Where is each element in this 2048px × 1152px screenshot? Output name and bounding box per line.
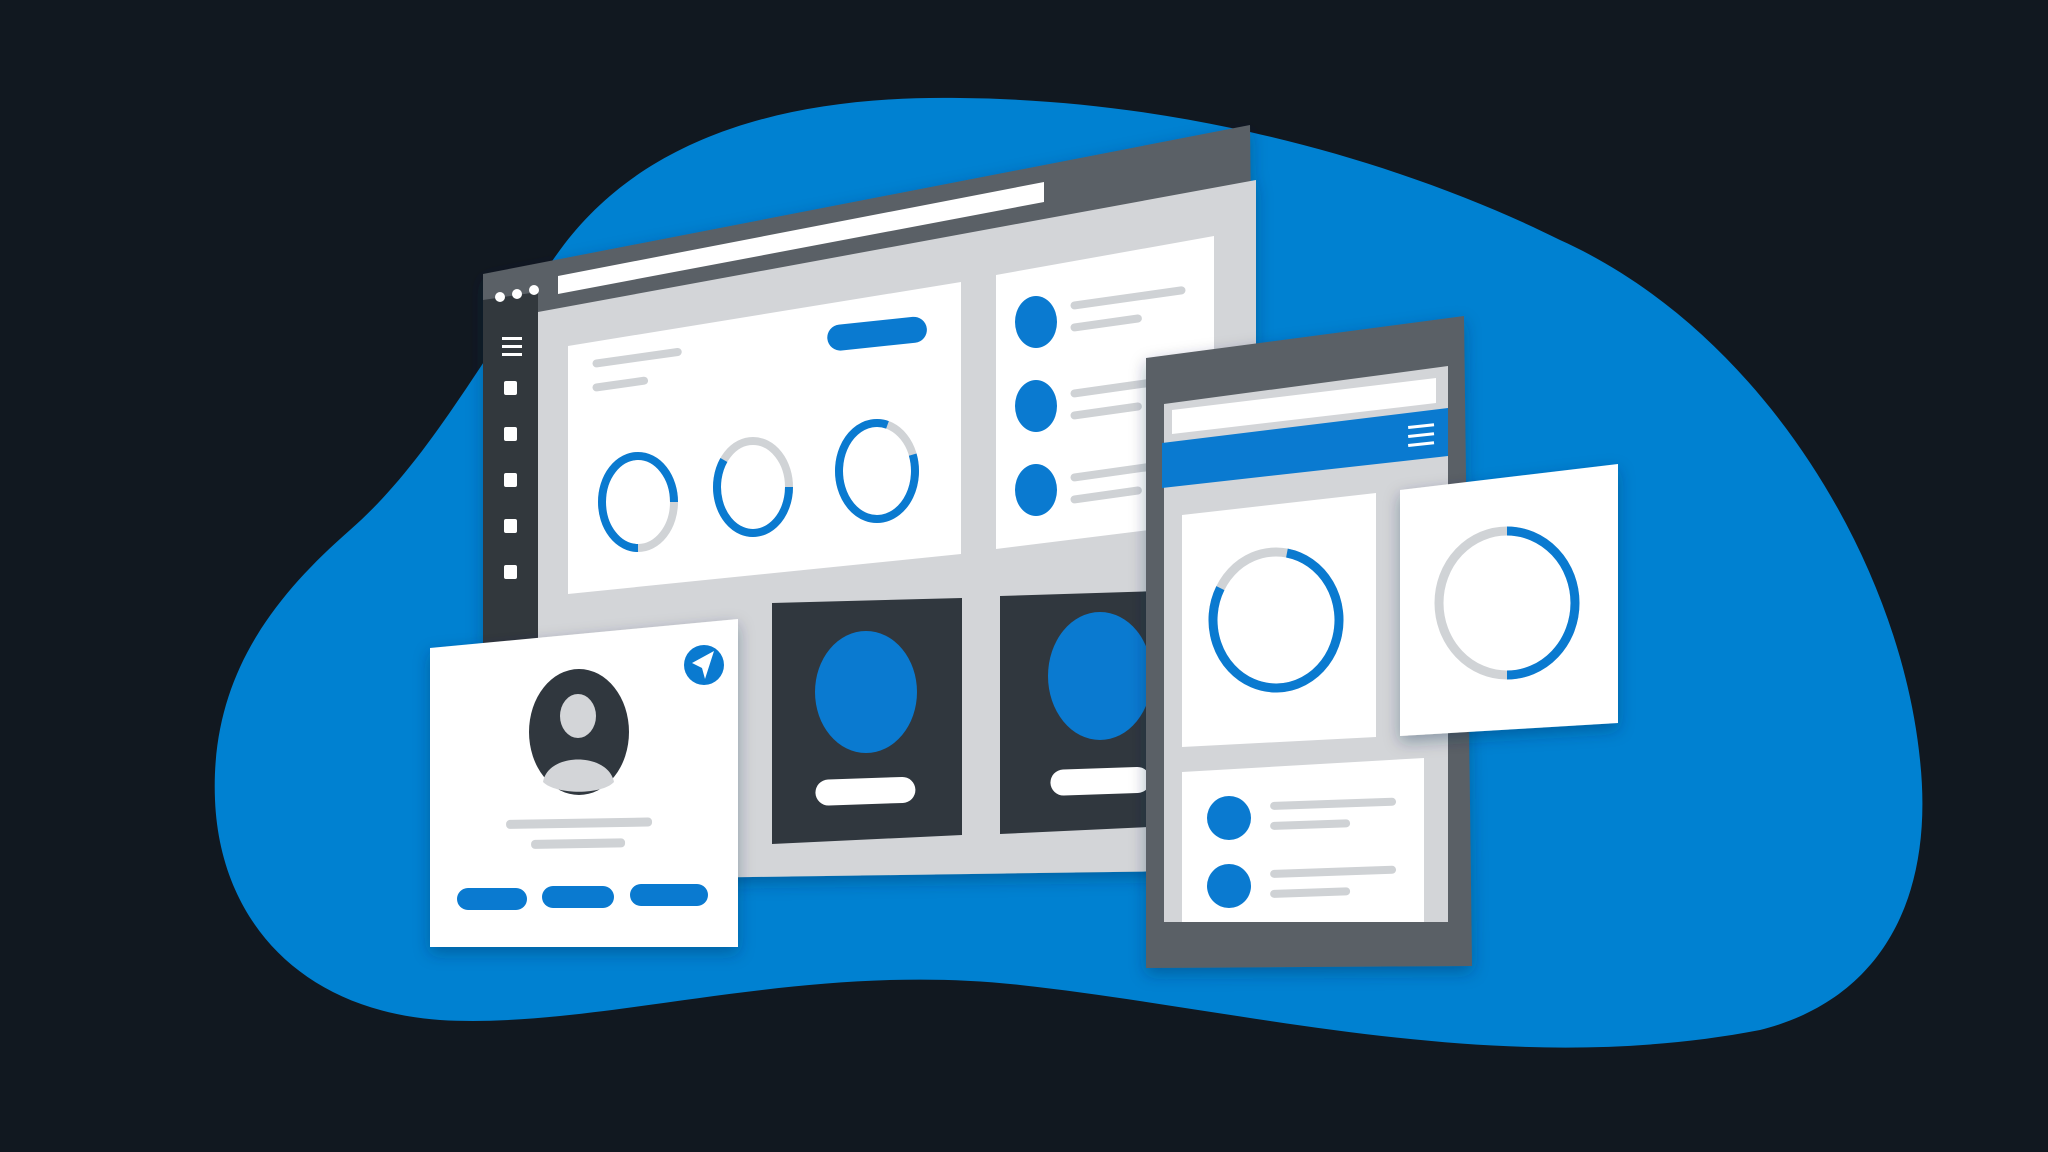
stats-action-button[interactable] xyxy=(826,316,928,352)
sidebar-nav-icon-2[interactable] xyxy=(504,427,517,441)
profile-action-button-2[interactable] xyxy=(542,886,614,908)
stats-subtitle-placeholder xyxy=(592,376,649,392)
hamburger-icon[interactable] xyxy=(1408,423,1435,447)
list-avatar-2 xyxy=(1015,380,1057,432)
profile-role-placeholder xyxy=(531,838,626,849)
dark-card-1-button[interactable] xyxy=(815,776,916,806)
dark-card-2-image xyxy=(1048,612,1152,740)
sidebar-nav-icon-3[interactable] xyxy=(504,473,517,487)
sidebar-nav-icon-1[interactable] xyxy=(504,381,517,395)
list-line-1a xyxy=(1070,286,1186,310)
dark-card-1-image xyxy=(815,631,917,753)
tablet-list-line-1a xyxy=(1270,797,1397,810)
address-bar[interactable] xyxy=(558,182,1044,294)
sidebar-nav-icon-4[interactable] xyxy=(504,519,517,533)
list-line-2b xyxy=(1070,402,1142,420)
ring-progress-arc xyxy=(1208,548,1344,693)
floating-card-ring xyxy=(1434,526,1580,680)
desktop-ring-2 xyxy=(713,437,793,537)
ring-progress-arc xyxy=(713,457,793,537)
profile-action-button-3[interactable] xyxy=(630,884,708,906)
dark-card-1 xyxy=(772,598,962,844)
dark-card-2-button[interactable] xyxy=(1050,766,1151,796)
profile-name-placeholder xyxy=(506,817,653,829)
tablet-list-avatar-1 xyxy=(1207,796,1251,840)
dark-card-2 xyxy=(1000,590,1192,834)
desktop-ring-1 xyxy=(598,452,678,552)
ring-progress-arc xyxy=(1506,526,1580,680)
stats-title-placeholder xyxy=(592,347,682,368)
tablet-list-line-2b xyxy=(1270,887,1351,898)
hamburger-icon[interactable] xyxy=(502,337,522,356)
list-line-3b xyxy=(1070,486,1142,504)
tablet-list-avatar-2 xyxy=(1207,864,1251,908)
tablet-ring xyxy=(1208,547,1344,693)
send-arrow-icon[interactable] xyxy=(684,645,724,685)
tablet-header-bar xyxy=(1162,408,1448,488)
profile-action-button-1[interactable] xyxy=(457,888,527,910)
tablet-list-line-2a xyxy=(1270,865,1397,878)
list-line-1b xyxy=(1070,314,1142,332)
desktop-ring-3 xyxy=(835,419,919,523)
list-avatar-3 xyxy=(1015,464,1057,516)
list-avatar-1 xyxy=(1015,296,1057,348)
user-avatar-icon xyxy=(529,669,629,795)
tablet-list-line-1b xyxy=(1270,819,1351,830)
sidebar-nav-icon-5[interactable] xyxy=(504,565,517,579)
ring-progress-arc xyxy=(598,452,678,552)
tablet-search-bar[interactable] xyxy=(1172,378,1436,434)
window-dots-icon[interactable] xyxy=(495,285,539,302)
ring-progress-arc xyxy=(835,419,919,523)
